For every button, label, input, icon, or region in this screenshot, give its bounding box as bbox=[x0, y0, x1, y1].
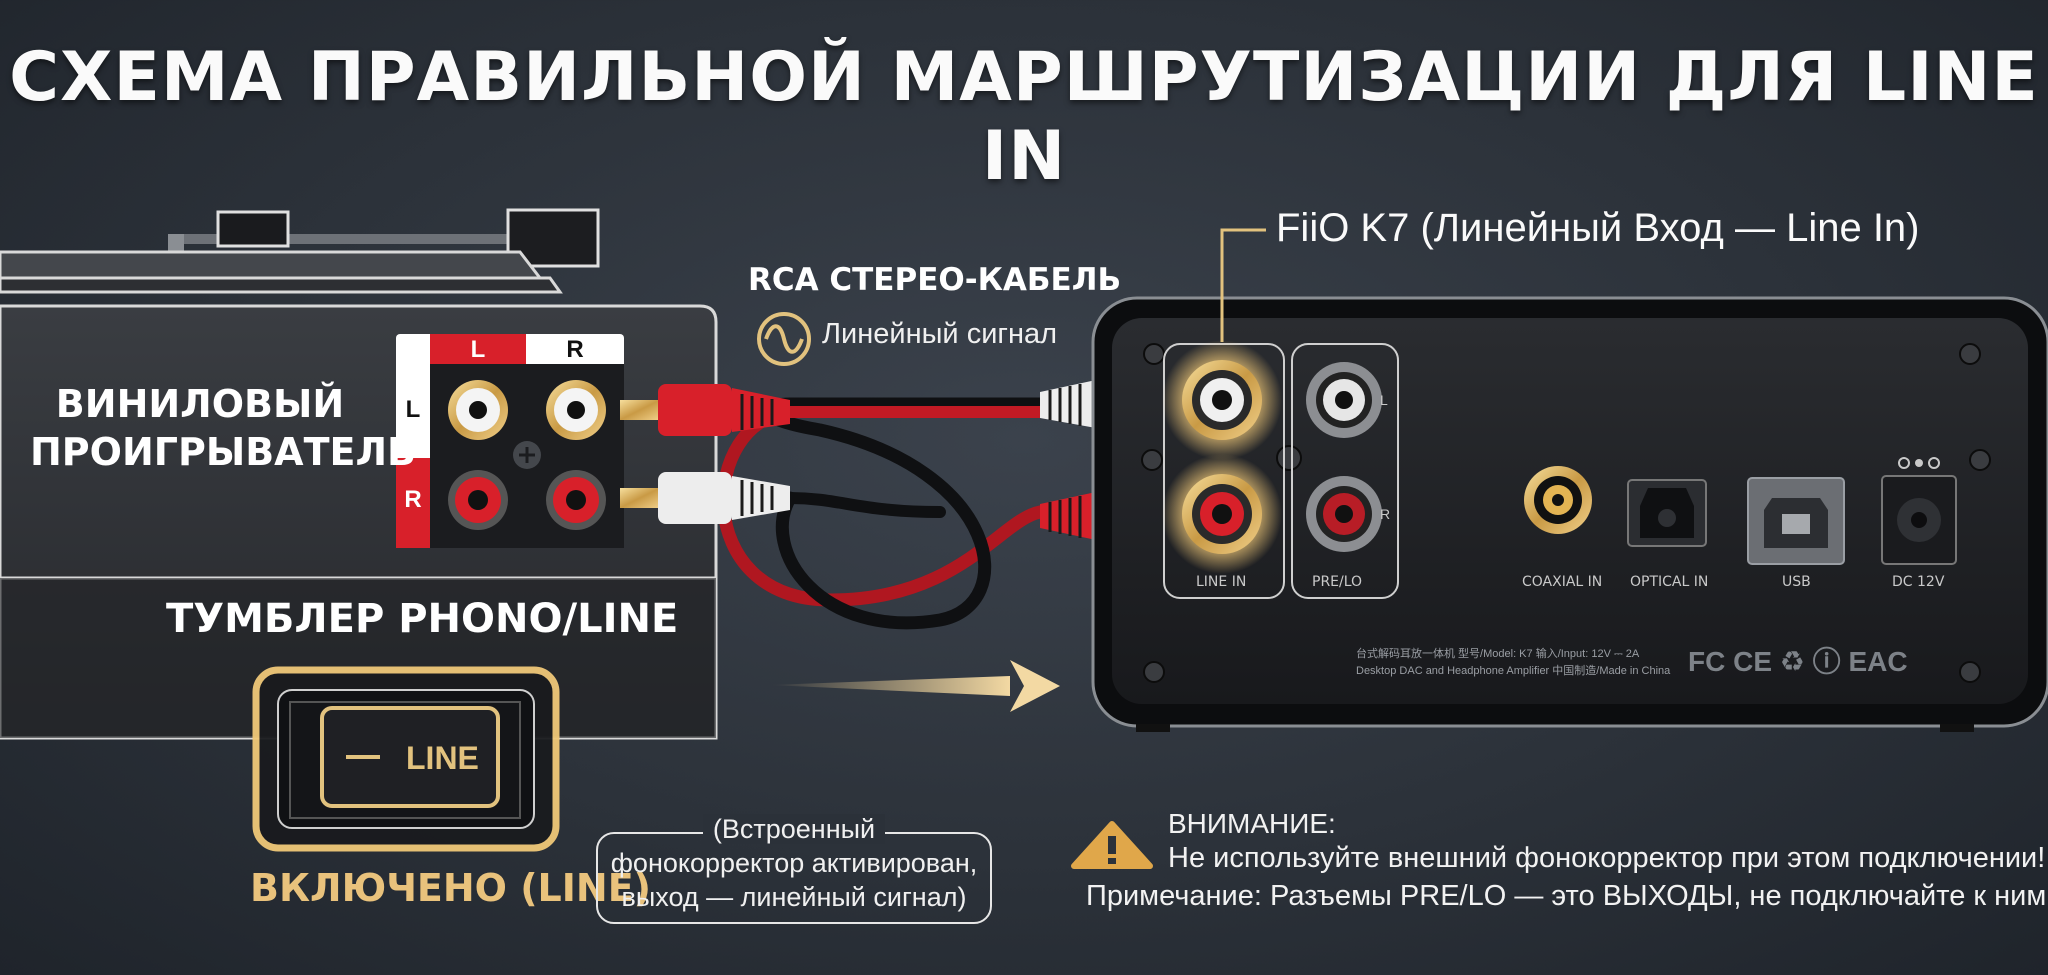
screw-icon bbox=[513, 441, 541, 469]
switch-lever bbox=[320, 706, 500, 808]
jack-row-right: R bbox=[404, 486, 422, 513]
coaxial-label: COAXIAL IN bbox=[1522, 574, 1603, 590]
switch-label: LINE bbox=[406, 740, 479, 776]
jack-l-right bbox=[448, 470, 508, 530]
turntable-label-line1: ВИНИЛОВЫЙ bbox=[55, 382, 345, 426]
optical-in-port bbox=[1627, 479, 1707, 547]
side-label-r: R bbox=[1380, 506, 1391, 522]
warning-text: Не используйте внешний фонокорректор при… bbox=[1168, 842, 2046, 874]
dc-label: DC 12V bbox=[1892, 574, 1945, 590]
jack-l-left bbox=[448, 380, 508, 440]
plug-white-turntable bbox=[620, 472, 790, 524]
pre-lo-label: PRE/LO bbox=[1312, 574, 1363, 590]
k7-label-pointer bbox=[1220, 228, 1266, 342]
turntable-label: ВИНИЛОВЫЙ ПРОИГРЫВАТЕЛЬ bbox=[30, 380, 416, 476]
jack-header-left-bg bbox=[430, 334, 526, 364]
cable-signal: Линейный сигнал bbox=[822, 318, 1058, 350]
warning-triangle-icon bbox=[1071, 821, 1153, 869]
certification-marks: FC CE ♻ ⓘ EAC bbox=[1688, 646, 1908, 677]
jack-header-right: R bbox=[566, 336, 584, 363]
cable-title: RCA СТЕРЕО-КАБЕЛЬ bbox=[748, 262, 1122, 298]
side-label-l: L bbox=[1380, 392, 1388, 408]
usb-label: USB bbox=[1782, 574, 1811, 590]
jack-row-left: L bbox=[405, 396, 421, 423]
fiio-k7 bbox=[1091, 296, 2048, 732]
warning-title: ВНИМАНИЕ: bbox=[1168, 808, 1336, 839]
jack-r-right bbox=[546, 470, 606, 530]
optical-label: OPTICAL IN bbox=[1630, 574, 1709, 590]
toggle-title: ТУМБЛЕР PHONO/LINE bbox=[166, 596, 679, 642]
usb-port bbox=[1747, 477, 1845, 565]
k7-label: FiiO K7 (Линейный Вход — Line In) bbox=[1276, 206, 1920, 250]
tonearm bbox=[170, 234, 540, 244]
turntable-jack-panel bbox=[396, 334, 624, 548]
line-in-l-jack bbox=[1182, 360, 1262, 440]
page-title: СХЕМА ПРАВИЛЬНОЙ МАРШРУТИЗАЦИИ ДЛЯ LINE … bbox=[9, 38, 2039, 196]
pre-lo-r-jack bbox=[1306, 476, 1382, 552]
pre-lo-l-jack bbox=[1306, 362, 1382, 438]
arrow-right-icon bbox=[770, 660, 1060, 712]
phono-line-toggle bbox=[252, 666, 560, 852]
toggle-note-line1: (Встроенный bbox=[702, 814, 886, 844]
jack-header-left: L bbox=[470, 336, 486, 363]
jack-row-right-bg bbox=[396, 458, 430, 548]
warning-note: Примечание: Разъемы PRE/LO — это ВЫХОДЫ,… bbox=[1086, 880, 2048, 912]
plug-red-turntable bbox=[620, 384, 790, 436]
tonearm-base bbox=[506, 208, 600, 268]
tonearm-headshell bbox=[216, 210, 290, 248]
dc-jack bbox=[1881, 457, 1957, 565]
fine-print-line2: Desktop DAC and Headphone Amplifier 中国制造… bbox=[1356, 665, 1671, 677]
fine-print-line1: 台式解码耳放一体机 型号/Model: K7 输入/Input: 12V ⎓ 2… bbox=[1356, 648, 1640, 660]
toggle-note-line2: фонокорректор активирован, bbox=[610, 848, 978, 878]
jack-r-left bbox=[546, 380, 606, 440]
toggle-note: (Встроенный фонокорректор активирован, в… bbox=[596, 812, 992, 914]
line-in-r-jack bbox=[1182, 474, 1262, 554]
toggle-note-line3: выход — линейный сигнал) bbox=[621, 882, 967, 912]
line-in-label: LINE IN bbox=[1196, 574, 1247, 590]
turntable-label-line2: ПРОИГРЫВАТЕЛЬ bbox=[30, 430, 416, 474]
coaxial-in-jack bbox=[1524, 466, 1592, 534]
sine-wave-icon bbox=[757, 312, 811, 366]
toggle-state: ВКЛЮЧЕНО (LINE) bbox=[250, 866, 652, 910]
